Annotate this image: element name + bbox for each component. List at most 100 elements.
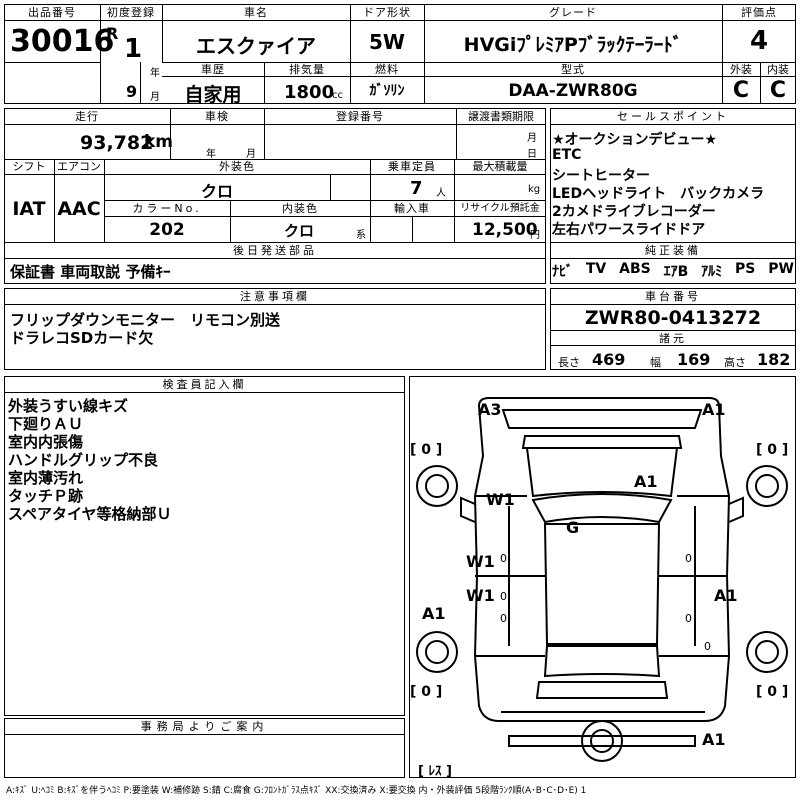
damage-mark-w1: W1 bbox=[466, 552, 495, 571]
later-parts-label: 後日発送部品 bbox=[233, 244, 317, 257]
inspector-line: ハンドルグリップ不良 bbox=[8, 451, 159, 469]
sales-line: ★オークションデビュー★ bbox=[552, 132, 718, 148]
intcolor-label: 内装色 bbox=[282, 202, 318, 215]
chassis-box bbox=[550, 288, 796, 370]
insp-month-unit: 月 bbox=[246, 149, 256, 160]
damage-mark-w1: W1 bbox=[486, 490, 515, 509]
score: 4 bbox=[749, 26, 769, 56]
notes-line: フリップダウンモニター リモコン別送 bbox=[10, 311, 281, 329]
width-label: 幅 bbox=[650, 356, 661, 369]
lot-number: 30016 bbox=[10, 24, 115, 59]
damage-mark-a1: A1 bbox=[702, 730, 726, 749]
transfer-month-unit: 月 bbox=[527, 133, 537, 144]
inspector-line: 室内薄汚れ bbox=[8, 469, 84, 487]
disp-label: 排気量 bbox=[289, 63, 325, 76]
regno-label: 登録番号 bbox=[336, 110, 384, 123]
reg-month: 9 bbox=[126, 82, 138, 101]
reg-year: 1 bbox=[124, 34, 143, 64]
length: 469 bbox=[592, 350, 626, 369]
small-zero: 0 bbox=[500, 612, 507, 625]
sales-line: 2カメドライブレコーダー bbox=[552, 204, 716, 220]
height-label: 高さ bbox=[724, 356, 746, 369]
disp-unit: cc bbox=[332, 90, 343, 101]
small-zero: 0 bbox=[704, 640, 711, 653]
damage-mark-a1: A1 bbox=[422, 604, 446, 623]
door: 5W bbox=[369, 30, 405, 54]
damage-mark-a3: A3 bbox=[478, 400, 502, 419]
inspector-line: スペアタイヤ等格納部Ｕ bbox=[8, 505, 172, 523]
small-zero: 0 bbox=[685, 552, 692, 565]
inspector-label: 検査員記入欄 bbox=[162, 378, 247, 391]
equipment-item: ﾅﾋﾞ bbox=[552, 264, 573, 280]
spare-tire-status: [ ﾚｽ ] bbox=[418, 764, 452, 779]
year-unit: 年 bbox=[150, 68, 160, 79]
tire-count-front-left: [ 0 ] bbox=[410, 442, 443, 458]
fuel-label: 燃料 bbox=[375, 63, 399, 76]
notes-line: ドラレコSDカード欠 bbox=[10, 329, 154, 347]
colorno: 202 bbox=[149, 220, 185, 240]
color: クロ bbox=[200, 182, 233, 201]
recycle: 12,500 bbox=[472, 220, 538, 240]
history-label: 車歴 bbox=[201, 63, 225, 76]
intcolor: クロ bbox=[284, 222, 315, 240]
transfer-label: 譲渡書類期限 bbox=[468, 110, 534, 123]
mileage-unit: km bbox=[144, 132, 174, 152]
fuel: ｶﾞｿﾘﾝ bbox=[369, 83, 405, 99]
mileage-label: 走行 bbox=[75, 110, 99, 123]
inspector-line: 下廻りＡＵ bbox=[8, 415, 84, 433]
colorno-label: カラーNo. bbox=[132, 202, 202, 215]
inspector-line: 外装うすい線キズ bbox=[8, 397, 129, 415]
legend: A:ｷｽﾞ U:ﾍｺﾐ B:ｷｽﾞを伴うﾍｺﾐ P:要塗装 W:補修跡 S:錆 … bbox=[6, 786, 587, 796]
car-diagram bbox=[416, 397, 788, 762]
recycle-unit: 円 bbox=[530, 230, 540, 241]
model-label: 車名 bbox=[244, 6, 268, 19]
inspection-label: 車検 bbox=[205, 110, 229, 123]
inspector-box bbox=[4, 376, 405, 716]
load-unit: kg bbox=[528, 184, 541, 195]
equipment-item: ｴｱB bbox=[663, 264, 689, 280]
dims-label: 諸元 bbox=[659, 332, 687, 345]
capacity: 7 bbox=[410, 178, 423, 199]
length-label: 長さ bbox=[558, 356, 580, 369]
mileage: 93,782 bbox=[80, 132, 154, 154]
color-label: 外装色 bbox=[219, 160, 255, 173]
era: R bbox=[106, 24, 119, 43]
damage-mark-a1: A1 bbox=[702, 400, 726, 419]
month-unit: 月 bbox=[150, 92, 160, 103]
int-label: 内装 bbox=[767, 63, 789, 76]
equipment-item: ABS bbox=[619, 261, 651, 277]
type-label: 型式 bbox=[561, 63, 585, 76]
small-zero: 0 bbox=[685, 612, 692, 625]
lot-label: 出品番号 bbox=[28, 6, 76, 19]
height: 182 bbox=[757, 350, 791, 369]
intcolor-unit: 系 bbox=[356, 230, 366, 241]
header-table bbox=[4, 4, 796, 104]
grade-label: グレード bbox=[549, 6, 597, 19]
capacity-label: 乗車定員 bbox=[388, 160, 436, 173]
insp-year-unit: 年 bbox=[206, 149, 216, 160]
equipment-item: PS bbox=[735, 261, 756, 277]
tire-count-rear-right: [ 0 ] bbox=[756, 684, 789, 700]
damage-mark-g: G bbox=[566, 518, 580, 537]
inspector-line: 室内内張傷 bbox=[8, 433, 84, 451]
door-label: ドア形状 bbox=[363, 6, 411, 19]
recycle-label: リサイクル預託金 bbox=[460, 203, 540, 214]
notes-label: 注意事項欄 bbox=[240, 290, 310, 303]
model: エスクァイア bbox=[196, 34, 316, 58]
shift: IAT bbox=[12, 198, 46, 220]
int-grade: C bbox=[769, 78, 787, 103]
damage-mark-w1: W1 bbox=[466, 586, 495, 605]
equipment-list: ﾅﾋﾞ TV ABS ｴｱB ｱﾙﾐ PS PW bbox=[552, 261, 794, 281]
small-zero: 0 bbox=[500, 552, 507, 565]
chassis-label: 車台番号 bbox=[645, 290, 701, 303]
later-parts: 保証書 車両取説 予備ｷｰ bbox=[10, 263, 171, 281]
equipment-item: ｱﾙﾐ bbox=[701, 264, 723, 280]
first-reg-label: 初度登録 bbox=[107, 6, 155, 19]
sales-line: LEDヘッドライト バックカメラ bbox=[552, 186, 765, 202]
sales-point-label: セールスポイント bbox=[617, 110, 729, 123]
history: 自家用 bbox=[184, 84, 242, 106]
equipment-item: TV bbox=[585, 261, 607, 277]
office-box bbox=[4, 718, 405, 778]
equipment-item: PW bbox=[768, 261, 794, 277]
tire-count-front-right: [ 0 ] bbox=[756, 442, 789, 458]
